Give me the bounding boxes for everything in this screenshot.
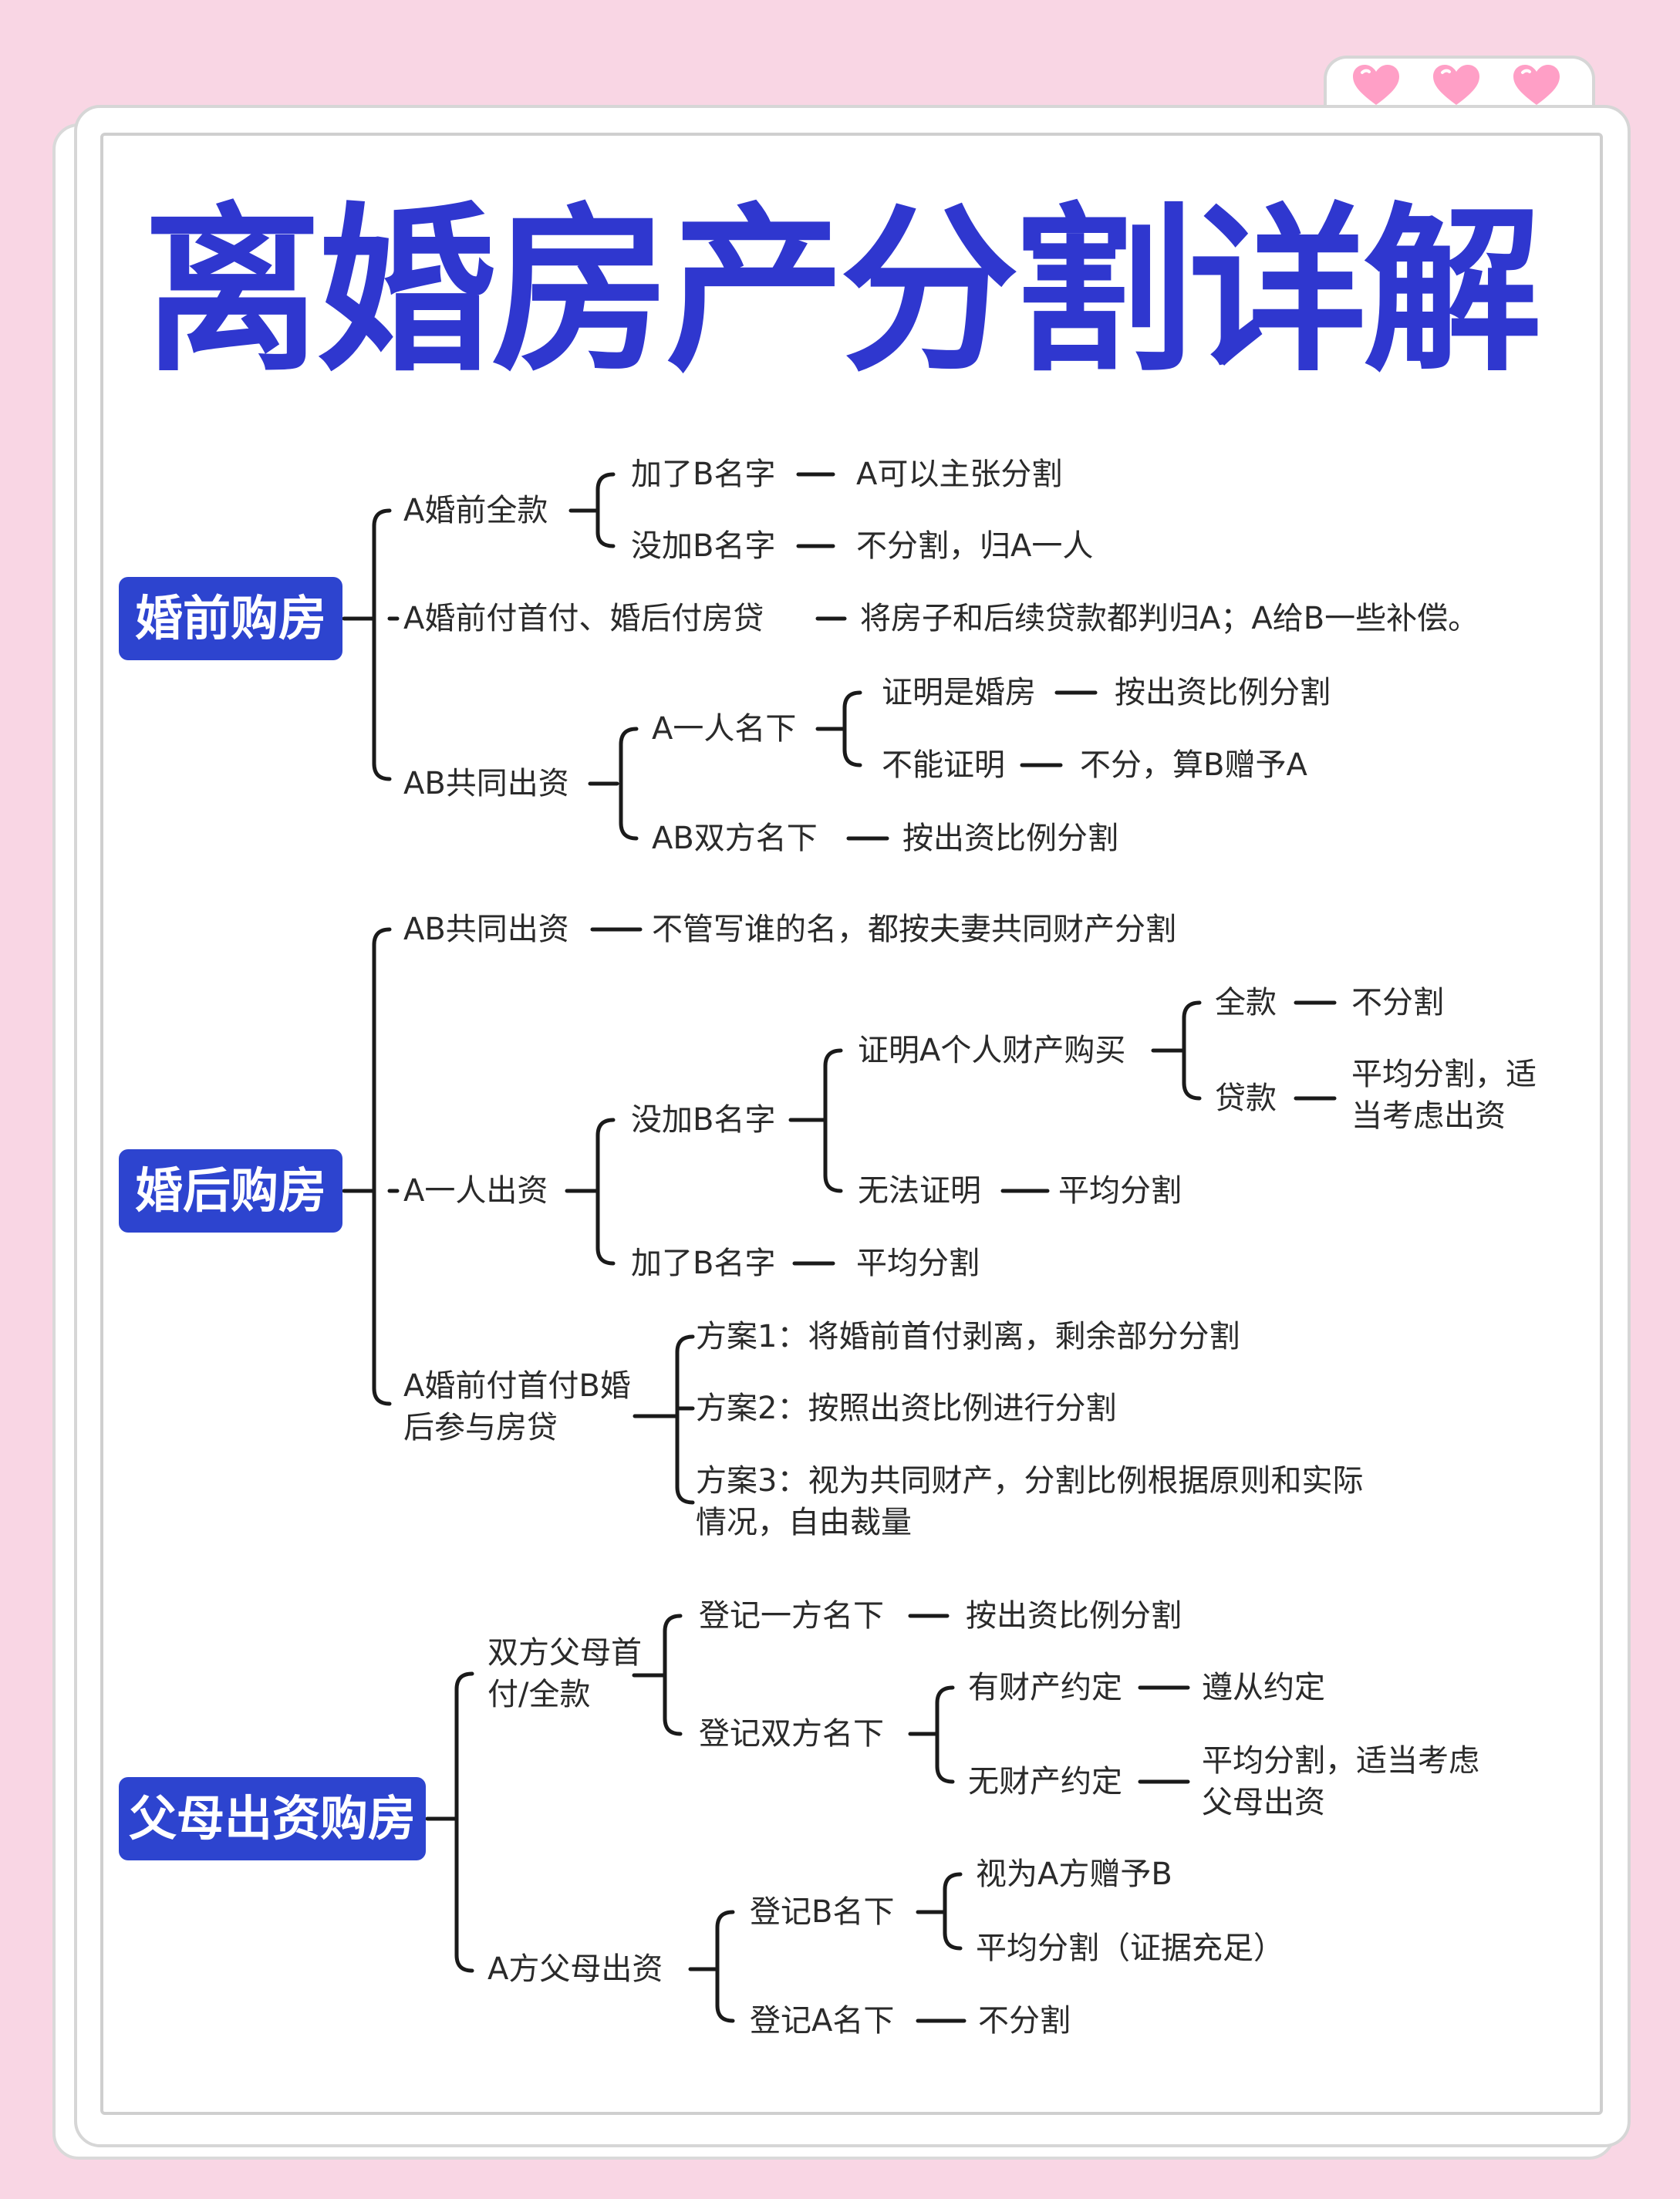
node-a-can-claim-split: A可以主张分割 bbox=[856, 457, 1063, 492]
node-gift-a-to-b: 视为A方赠予B bbox=[976, 1857, 1172, 1892]
node-split-by-contribution-2: 按出资比例分割 bbox=[902, 821, 1118, 856]
node-plan-2: 方案2：按照出资比例进行分割 bbox=[696, 1391, 1117, 1426]
node-loan: 贷款 bbox=[1215, 1081, 1277, 1116]
node-ab-joint-funding: AB共同出资 bbox=[403, 766, 569, 801]
node-ab-joint-funding-2: AB共同出资 bbox=[403, 912, 569, 947]
node-no-split-a-only: 不分割，归A一人 bbox=[856, 528, 1094, 564]
category-premarital-purchase: 婚前购房 bbox=[119, 577, 342, 660]
node-no-b-name: 没加B名字 bbox=[631, 528, 776, 564]
node-house-to-a-compensate-b: 将房子和后续贷款都判归A；A给B一些补偿。 bbox=[860, 601, 1479, 636]
heart-icon bbox=[1353, 65, 1399, 105]
node-both-parents-funding: 双方父母首付/全款 bbox=[487, 1635, 642, 1712]
category-postmarital-purchase: 婚后购房 bbox=[119, 1149, 342, 1233]
node-no-property-agreement: 无财产约定 bbox=[968, 1764, 1122, 1799]
node-follow-agreement: 遵从约定 bbox=[1202, 1670, 1325, 1705]
node-has-property-agreement: 有财产约定 bbox=[968, 1670, 1122, 1705]
node-a-full-payment: A婚前全款 bbox=[403, 493, 548, 528]
node-proven-personal-property: 证明A个人财产购买 bbox=[858, 1033, 1126, 1068]
node-added-b-name-2: 加了B名字 bbox=[631, 1246, 776, 1281]
node-registered-both-parties: 登记双方名下 bbox=[699, 1716, 884, 1752]
node-split-by-contribution-3: 按出资比例分割 bbox=[966, 1598, 1182, 1634]
node-equal-split-evidence: 平均分割（证据充足） bbox=[976, 1931, 1284, 1966]
page-title: 离婚房产分割详解 bbox=[142, 187, 1542, 396]
node-plan-3: 方案3：视为共同财产，分割比例根据原则和实际情况，自由裁量 bbox=[696, 1463, 1364, 1540]
node-no-b-name-2: 没加B名字 bbox=[631, 1102, 776, 1138]
node-equal-split-consider-funding: 平均分割，适当考虑出资 bbox=[1351, 1057, 1537, 1134]
node-a-name-only: A一人名下 bbox=[652, 711, 797, 747]
node-a-down-b-loan: A婚前付首付B婚后参与房贷 bbox=[403, 1368, 631, 1445]
category-parent-funded-purchase: 父母出资购房 bbox=[119, 1777, 426, 1860]
node-equal-split-consider-parents: 平均分割，适当考虑父母出资 bbox=[1202, 1743, 1479, 1820]
node-cannot-prove: 不能证明 bbox=[882, 747, 1005, 783]
node-full-payment: 全款 bbox=[1215, 985, 1277, 1020]
node-registered-a: 登记A名下 bbox=[750, 2003, 895, 2039]
node-down-payment-loan: A婚前付首付、婚后付房贷 bbox=[403, 601, 764, 636]
node-a-sole-funding: A一人出资 bbox=[403, 1173, 548, 1209]
node-equal-split-2: 平均分割 bbox=[856, 1246, 980, 1281]
node-proven-marital-home: 证明是婚房 bbox=[882, 675, 1036, 710]
node-added-b-name: 加了B名字 bbox=[631, 457, 776, 492]
heart-icon bbox=[1433, 65, 1479, 105]
node-a-parents-funding: A方父母出资 bbox=[487, 1951, 663, 1987]
node-split-by-contribution: 按出资比例分割 bbox=[1115, 675, 1331, 710]
node-equal-split: 平均分割 bbox=[1058, 1173, 1182, 1209]
node-no-split-gift-to-a: 不分，算B赠予A bbox=[1080, 747, 1307, 783]
node-registered-one-party: 登记一方名下 bbox=[699, 1598, 884, 1634]
node-no-split-2: 不分割 bbox=[978, 2003, 1071, 2039]
node-no-split: 不分割 bbox=[1351, 985, 1444, 1020]
node-both-names: AB双方名下 bbox=[652, 821, 818, 856]
node-unable-to-prove: 无法证明 bbox=[858, 1173, 981, 1209]
node-joint-property-split: 不管写谁的名，都按夫妻共同财产分割 bbox=[652, 912, 1176, 947]
heart-icon bbox=[1513, 65, 1560, 105]
node-registered-b: 登记B名下 bbox=[750, 1894, 895, 1930]
node-plan-1: 方案1：将婚前首付剥离，剩余部分分割 bbox=[696, 1319, 1240, 1354]
